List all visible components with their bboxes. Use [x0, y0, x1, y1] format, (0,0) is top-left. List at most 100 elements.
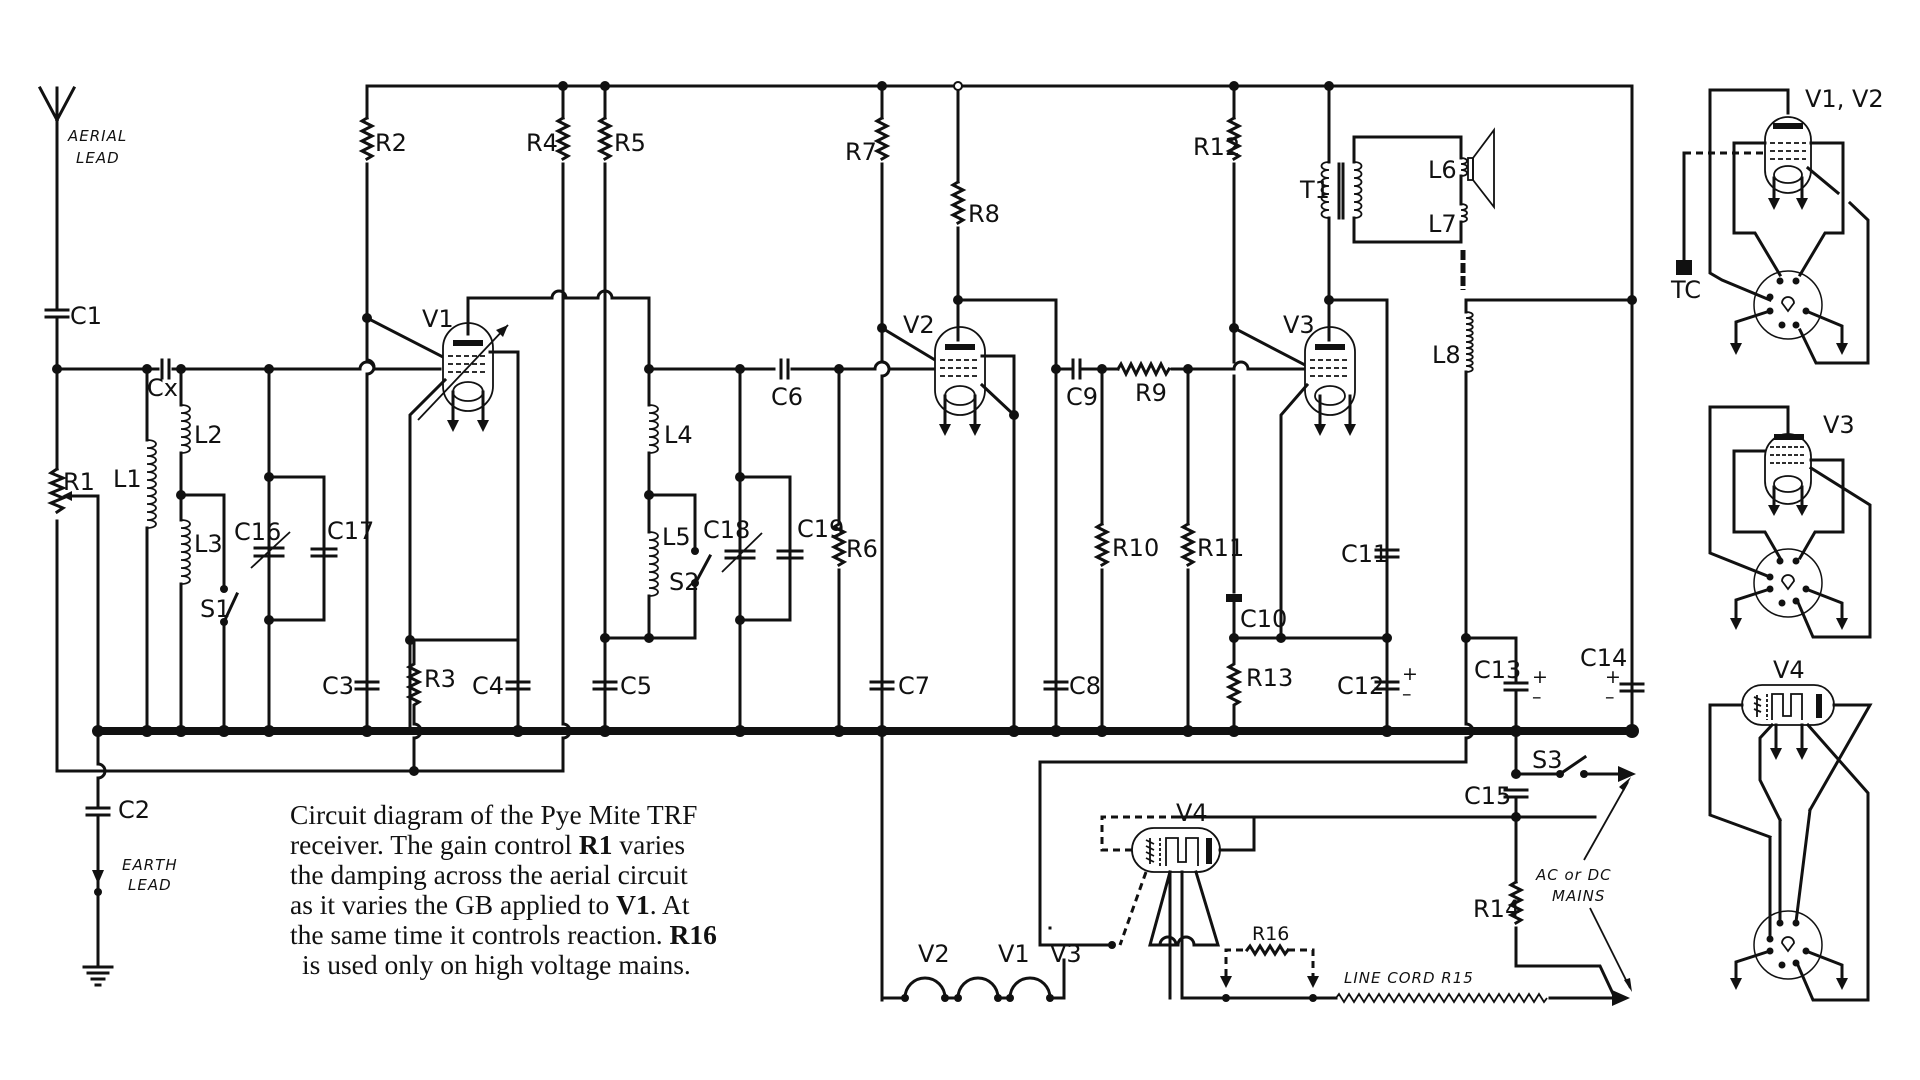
label-r12: R12 — [1193, 133, 1240, 161]
caption-text: the same time it controls reaction. — [290, 919, 670, 950]
ground-icon — [82, 965, 114, 987]
label-c3: C3 — [322, 672, 354, 700]
label-c2: C2 — [118, 796, 150, 824]
label-heater-v2: V2 — [918, 940, 950, 968]
caption-text: varies — [612, 829, 686, 860]
inductor-l2 — [180, 404, 191, 454]
label-l7: L7 — [1428, 210, 1457, 238]
caption-text: receiver. The gain control — [290, 829, 579, 860]
polarity-minus: – — [1605, 686, 1615, 708]
tube-v4 — [1131, 827, 1221, 873]
inductor-l4 — [648, 404, 659, 454]
label-r6: R6 — [846, 535, 878, 563]
label-c5: C5 — [620, 672, 652, 700]
heater-v1 — [956, 976, 1000, 1000]
label-r16: R16 — [1252, 923, 1289, 945]
resistor-r9 — [1115, 360, 1172, 378]
label-r14: R14 — [1473, 895, 1520, 923]
earth-lead-label: LEAD — [128, 876, 172, 894]
capacitor-c8 — [1043, 680, 1069, 691]
label-l2: L2 — [194, 421, 223, 449]
label-r8: R8 — [968, 200, 1000, 228]
capacitor-cx — [160, 358, 171, 380]
label-c13: C13 — [1474, 656, 1521, 684]
resistor-r8 — [949, 179, 967, 226]
resistor-r7 — [873, 115, 891, 162]
caption-text: as it varies the GB applied to — [290, 889, 617, 920]
resistor-r4 — [554, 115, 572, 162]
label-r1: R1 — [63, 468, 95, 496]
inductor-l5 — [648, 531, 659, 597]
caption-line-2: receiver. The gain control R1 varies — [290, 830, 800, 860]
capacitor-c9 — [1071, 358, 1082, 380]
earth-label: EARTH — [122, 856, 178, 874]
caption-line-1: Circuit diagram of the Pye Mite TRF — [290, 799, 698, 830]
base-diagram-v3 — [1708, 405, 1872, 639]
capacitor-c11 — [1374, 548, 1400, 559]
heater-v3 — [1008, 976, 1052, 1000]
capacitor-c15 — [1503, 788, 1529, 799]
tube-v2 — [934, 326, 986, 436]
caption-bold-r1: R1 — [578, 829, 613, 860]
capacitor-c5 — [592, 680, 618, 691]
label-c12: C12 — [1337, 672, 1384, 700]
polarity-minus: – — [1402, 683, 1412, 705]
label-t1: T1 — [1299, 176, 1330, 204]
label-c9: C9 — [1066, 383, 1098, 411]
bus-junctions — [52, 81, 1639, 776]
label-r4: R4 — [526, 129, 558, 157]
capacitor-c2 — [85, 806, 111, 817]
label-c14: C14 — [1580, 644, 1627, 672]
mains-terminal-arrow — [1612, 990, 1630, 1006]
label-r11: R11 — [1197, 534, 1244, 562]
resistor-r10 — [1093, 521, 1111, 568]
capacitor-c4 — [505, 680, 531, 691]
figure-caption: Circuit diagram of the Pye Mite TRF rece… — [290, 800, 800, 980]
inductor-l8 — [1465, 311, 1474, 373]
capacitor-c16 — [250, 531, 291, 569]
resistor-r11 — [1179, 521, 1197, 568]
capacitor-c7 — [869, 680, 895, 691]
label-c6: C6 — [771, 383, 803, 411]
label-c10: C10 — [1240, 605, 1287, 633]
label-l1: L1 — [113, 465, 142, 493]
resistor-r16 — [1244, 943, 1291, 957]
r1-wiper — [64, 494, 100, 733]
capacitor-c6 — [779, 358, 790, 380]
capacitor-c12 — [1374, 680, 1400, 691]
label-base-v4: V4 — [1773, 656, 1805, 684]
mains-label-2: MAINS — [1552, 887, 1605, 905]
label-l5: L5 — [662, 523, 691, 551]
capacitor-c17 — [310, 547, 338, 558]
inductor-l6 — [1460, 157, 1468, 177]
tube-v3 — [1304, 326, 1356, 436]
line-cord-label: LINE CORD R15 — [1344, 969, 1474, 987]
base-diagram-v4 — [1708, 684, 1873, 1002]
caption-bold-r16: R16 — [669, 919, 717, 950]
label-c18: C18 — [703, 516, 750, 544]
line-cord-r15 — [1335, 992, 1548, 1004]
capacitor-c3 — [354, 680, 380, 691]
label-v3: V3 — [1283, 311, 1315, 339]
label-c8: C8 — [1069, 672, 1101, 700]
capacitor-c19 — [776, 549, 804, 560]
capacitor-c18 — [721, 532, 763, 573]
label-r13: R13 — [1246, 664, 1293, 692]
resistor-r14 — [1507, 879, 1525, 926]
base-diagram-v1-v2 — [1676, 88, 1870, 365]
aerial-symbol — [37, 85, 77, 123]
label-r5: R5 — [614, 129, 646, 157]
resistor-r6 — [830, 521, 848, 568]
label-c11: C11 — [1341, 540, 1388, 568]
label-s3: S3 — [1532, 746, 1563, 774]
caption-line-6: is used only on high voltage mains. — [302, 949, 691, 980]
label-r10: R10 — [1112, 534, 1159, 562]
inductor-l1 — [146, 439, 157, 529]
caption-line-5: the same time it controls reaction. R16 — [290, 920, 800, 950]
label-s1: S1 — [200, 595, 231, 623]
loudspeaker-icon — [1467, 127, 1495, 210]
inductor-l3 — [180, 519, 191, 585]
polarity-plus: + — [1402, 663, 1418, 685]
resistor-r1 — [47, 466, 67, 515]
